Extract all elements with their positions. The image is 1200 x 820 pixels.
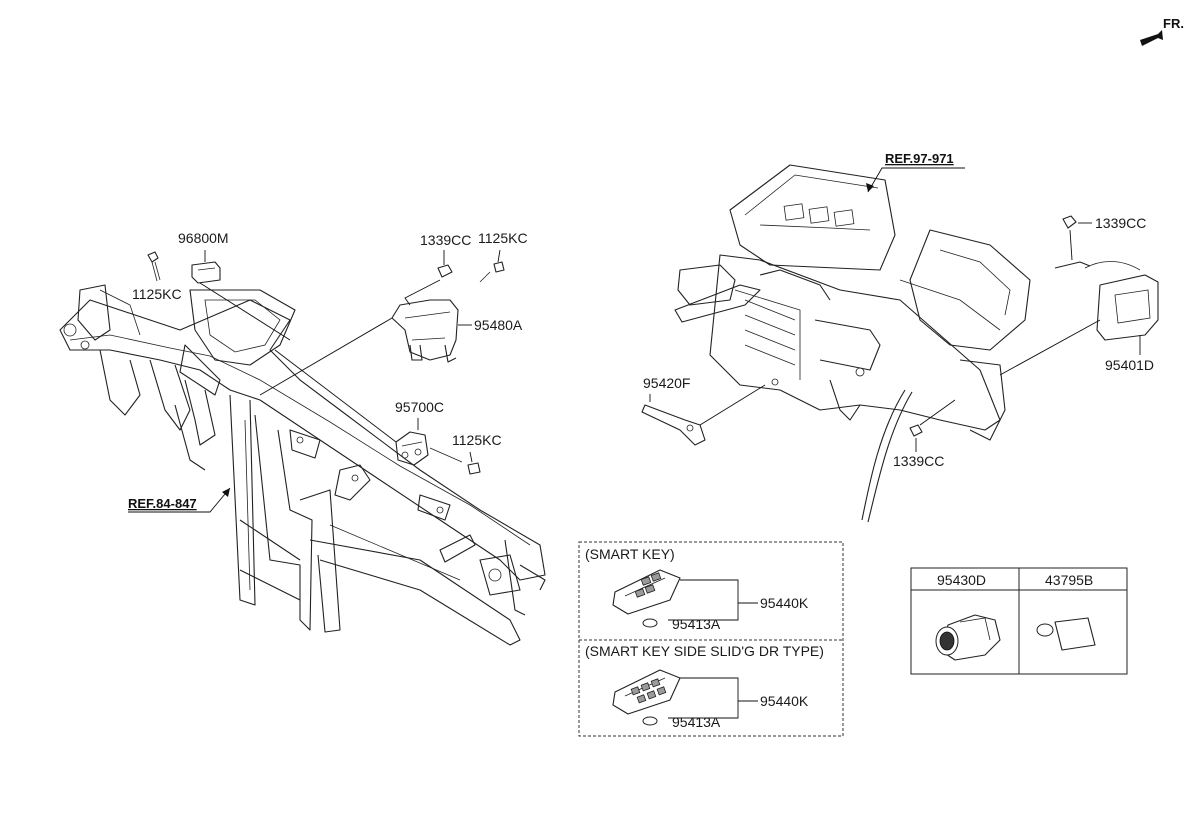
label-1339cc-lower: 1339CC: [893, 453, 944, 469]
smart-key-fob-icon: [612, 569, 681, 615]
part-95401d: 95401D: [999, 261, 1159, 376]
front-direction-label: FR.: [1163, 16, 1184, 31]
part-1339cc-lower: 1339CC: [893, 399, 956, 469]
part-1339cc-right: 1339CC: [1062, 215, 1146, 261]
label-tag-icon: [1036, 617, 1096, 651]
smart-key-sliding-fob-icon: [612, 669, 681, 715]
part-95480a: 1339CC 1125KC 95480A: [259, 230, 528, 396]
label-95700c: 95700C: [395, 399, 444, 415]
part-95420f: 95420F: [641, 375, 766, 446]
front-arrow-icon: [1140, 30, 1163, 46]
battery-part-number-1: 95413A: [672, 616, 721, 632]
label-1125kc-left: 1125KC: [132, 286, 182, 302]
label-96800m: 96800M: [178, 230, 229, 246]
cowl-crossmember-assembly: [59, 284, 546, 646]
start-stop-button-icon: [935, 614, 1001, 661]
smart-key-title: (SMART KEY): [585, 546, 675, 562]
bolt-1125kc-left: 1125KC: [132, 251, 182, 302]
front-direction-indicator: FR.: [1140, 16, 1184, 46]
smart-key-sliding-part-number: 95440K: [760, 693, 809, 709]
label-1125kc-upper: 1125KC: [478, 230, 528, 246]
ref-97-971-label: REF.97-971: [885, 151, 954, 166]
label-1339cc-right: 1339CC: [1095, 215, 1146, 231]
part-96800m: 96800M: [178, 230, 291, 341]
label-1339cc-upper: 1339CC: [420, 232, 471, 248]
ref-84-847-callout: REF.84-847: [128, 487, 231, 513]
label-95420f: 95420F: [643, 375, 690, 391]
battery-icon-1: [642, 618, 658, 628]
label-95401d: 95401D: [1105, 357, 1154, 373]
parts-table: 95430D 43795B: [910, 567, 1128, 675]
label-1125kc-right: 1125KC: [452, 432, 502, 448]
table-header-43795b: 43795B: [1045, 572, 1093, 588]
part-95700c: 95700C 1125KC: [274, 349, 502, 475]
hvac-heater-assembly: [674, 164, 1031, 523]
smart-key-panel: (SMART KEY) 95440K 95413A (SMART KEY SID…: [578, 541, 844, 737]
ref-97-971-callout: REF.97-971: [866, 151, 965, 193]
ref-84-847-label: REF.84-847: [128, 496, 197, 511]
battery-icon-2: [642, 716, 658, 726]
smart-key-part-number: 95440K: [760, 595, 809, 611]
smart-key-sliding-door-title: (SMART KEY SIDE SLID'G DR TYPE): [585, 643, 824, 659]
table-header-95430d: 95430D: [937, 572, 986, 588]
label-95480a: 95480A: [474, 317, 523, 333]
battery-part-number-2: 95413A: [672, 714, 721, 730]
